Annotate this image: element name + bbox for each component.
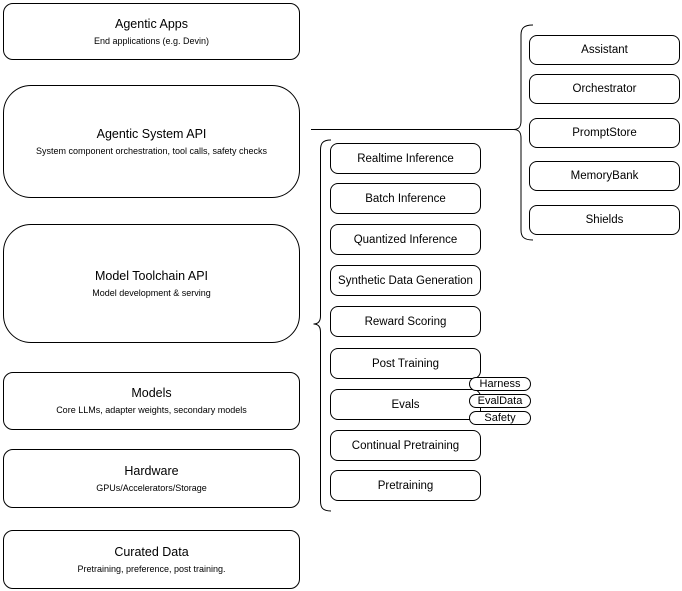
box-agentic-apps: Agentic Apps End applications (e.g. Devi…: [3, 3, 300, 60]
box-title: Hardware: [124, 463, 179, 478]
box-subtitle: End applications (e.g. Devin): [93, 35, 210, 46]
box-title: Curated Data: [114, 544, 189, 559]
box-title: Model Toolchain API: [94, 268, 209, 283]
node-evals: Evals: [330, 389, 481, 420]
box-title: Agentic Apps: [115, 16, 188, 31]
node-synthetic-data-generation: Synthetic Data Generation: [330, 265, 481, 296]
box-title: Models: [131, 386, 172, 400]
node-reward-scoring: Reward Scoring: [330, 306, 481, 337]
box-curated-data: Curated Data Pretraining, preference, po…: [3, 530, 300, 589]
box-subtitle: System component orchestration, tool cal…: [35, 145, 268, 156]
node-realtime-inference: Realtime Inference: [330, 143, 481, 174]
node-batch-inference: Batch Inference: [330, 183, 481, 214]
box-models: Models Core LLMs, adapter weights, secon…: [3, 372, 300, 430]
box-agentic-system-api: Agentic System API System component orch…: [3, 85, 300, 198]
brace-toolchain: [313, 139, 332, 512]
pill-evaldata: EvalData: [469, 394, 531, 408]
node-continual-pretraining: Continual Pretraining: [330, 430, 481, 461]
node-post-training: Post Training: [330, 348, 481, 379]
node-promptstore: PromptStore: [529, 118, 680, 148]
box-subtitle: Model development & serving: [92, 287, 211, 298]
pill-safety: Safety: [469, 411, 531, 425]
pill-harness: Harness: [469, 377, 531, 391]
node-orchestrator: Orchestrator: [529, 74, 680, 104]
box-subtitle: Core LLMs, adapter weights, secondary mo…: [56, 405, 247, 415]
node-memorybank: MemoryBank: [529, 161, 680, 191]
node-pretraining: Pretraining: [330, 470, 481, 501]
box-subtitle: Pretraining, preference, post training.: [77, 563, 226, 574]
box-model-toolchain-api: Model Toolchain API Model development & …: [3, 224, 300, 343]
box-title: Agentic System API: [96, 126, 207, 141]
node-shields: Shields: [529, 205, 680, 235]
node-quantized-inference: Quantized Inference: [330, 224, 481, 255]
box-subtitle: GPUs/Accelerators/Storage: [96, 482, 207, 493]
node-assistant: Assistant: [529, 35, 680, 65]
box-hardware: Hardware GPUs/Accelerators/Storage: [3, 449, 300, 508]
